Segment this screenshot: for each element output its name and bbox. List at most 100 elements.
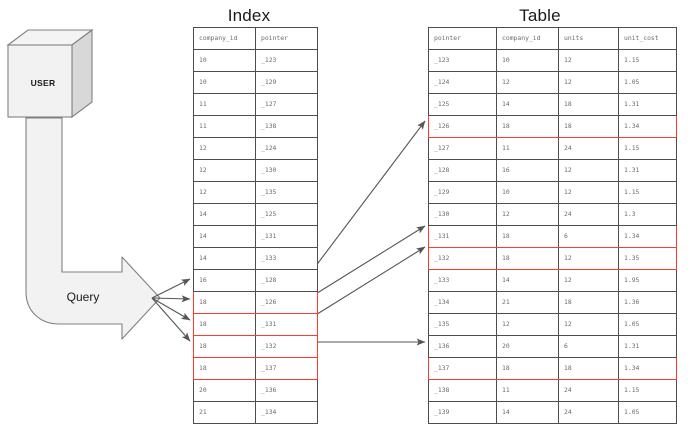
table-row-cell-unit_cost: 1.15 — [618, 181, 677, 204]
index-row-cell-pointer: _132 — [255, 335, 318, 358]
table-row-cell-company_id: 18 — [496, 247, 559, 270]
table-row-cell-units: 12 — [558, 71, 619, 94]
table-row-cell-unit_cost: 1.31 — [618, 159, 677, 182]
table-row-cell-company_id: 12 — [496, 313, 559, 336]
index-row: 11_138 — [193, 115, 318, 138]
table-row-cell-unit_cost: 1.05 — [618, 313, 677, 336]
index-row-cell-company_id: 14 — [193, 247, 256, 270]
index-row: 10_123 — [193, 49, 318, 72]
table-row-cell-company_id: 11 — [496, 379, 559, 402]
index-row-cell-company_id: 18 — [193, 291, 256, 314]
table-row-cell-units: 12 — [558, 159, 619, 182]
index-row-cell-company_id: 14 — [193, 203, 256, 226]
query-label: Query — [66, 290, 100, 304]
table-row-cell-company_id: 12 — [496, 203, 559, 226]
index-row-cell-company_id: 10 — [193, 71, 256, 94]
table-row-cell-unit_cost: 1.34 — [618, 357, 677, 380]
index-row-cell-pointer: _133 — [255, 247, 318, 270]
index-row-cell-company_id: 20 — [193, 379, 256, 402]
table-row-cell-pointer: _129 — [428, 181, 497, 204]
table-row-cell-pointer: _124 — [428, 71, 497, 94]
table-row-cell-company_id: 14 — [496, 401, 559, 424]
index-row-column-header: pointer — [255, 27, 318, 50]
index-row-cell-pointer: _137 — [255, 357, 318, 380]
index-row-cell-pointer: _129 — [255, 71, 318, 94]
table-row-cell-unit_cost: 1.95 — [618, 269, 677, 292]
index-row: 12_130 — [193, 159, 318, 182]
index-row-cell-pointer: _131 — [255, 313, 318, 336]
table-row-cell-units: 18 — [558, 357, 619, 380]
table-row-column-header: units — [558, 27, 619, 50]
table-row-cell-pointer: _125 — [428, 93, 497, 116]
index-row-cell-pointer: _136 — [255, 379, 318, 402]
index-row-cell-company_id: 12 — [193, 181, 256, 204]
table-row-cell-units: 12 — [558, 49, 619, 72]
table-row-cell-pointer: _138 — [428, 379, 497, 402]
table-row-cell-unit_cost: 1.34 — [618, 225, 677, 248]
table-row-cell-units: 12 — [558, 269, 619, 292]
index-row: 12_135 — [193, 181, 318, 204]
index-row: 14_131 — [193, 225, 318, 248]
table-row-cell-unit_cost: 1.31 — [618, 93, 677, 116]
index-row-highlighted: 18_132 — [193, 335, 318, 358]
table-row-cell-company_id: 18 — [496, 225, 559, 248]
index-row-cell-company_id: 21 — [193, 401, 256, 424]
table-row-cell-pointer: _132 — [428, 247, 497, 270]
table-row-cell-company_id: 10 — [496, 49, 559, 72]
user-cube-icon — [6, 28, 94, 119]
table-row-cell-pointer: _134 — [428, 291, 497, 314]
table-row-column-header: pointer — [428, 27, 497, 50]
table-row-cell-pointer: _130 — [428, 203, 497, 226]
table-row-cell-units: 24 — [558, 203, 619, 226]
index-row: 11_127 — [193, 93, 318, 116]
index-row-cell-company_id: 12 — [193, 159, 256, 182]
table-row-cell-pointer: _126 — [428, 115, 497, 138]
index-row-column-header: company_id — [193, 27, 256, 50]
table-row-cell-unit_cost: 1.15 — [618, 379, 677, 402]
table-row-cell-pointer: _133 — [428, 269, 497, 292]
index-row: 21_134 — [193, 401, 318, 424]
index-row-cell-pointer: _126 — [255, 291, 318, 314]
table-row-cell-units: 24 — [558, 137, 619, 160]
index-row-cell-company_id: 16 — [193, 269, 256, 292]
table-row-cell-unit_cost: 1.3 — [618, 203, 677, 226]
index-row-cell-company_id: 18 — [193, 335, 256, 358]
table-row-cell-pointer: _128 — [428, 159, 497, 182]
table-row-cell-company_id: 20 — [496, 335, 559, 358]
table-row-cell-pointer: _139 — [428, 401, 497, 424]
table-row-cell-company_id: 11 — [496, 137, 559, 160]
table-row-cell-unit_cost: 1.15 — [618, 137, 677, 160]
index-row: 12_124 — [193, 137, 318, 160]
index-to-table-arrows — [305, 120, 426, 346]
index-row-cell-pointer: _130 — [255, 159, 318, 182]
index-row-cell-company_id: 11 — [193, 93, 256, 116]
table-row-column-header: unit_cost — [618, 27, 677, 50]
index-row-cell-pointer: _123 — [255, 49, 318, 72]
index-row-cell-company_id: 18 — [193, 313, 256, 336]
index-row-cell-pointer: _131 — [255, 225, 318, 248]
index-row-cell-pointer: _125 — [255, 203, 318, 226]
query-to-index-arrows — [151, 278, 191, 342]
index-row-cell-company_id: 18 — [193, 357, 256, 380]
index-row-highlighted: 18_126 — [193, 291, 318, 314]
table-row-cell-unit_cost: 1.15 — [618, 49, 677, 72]
